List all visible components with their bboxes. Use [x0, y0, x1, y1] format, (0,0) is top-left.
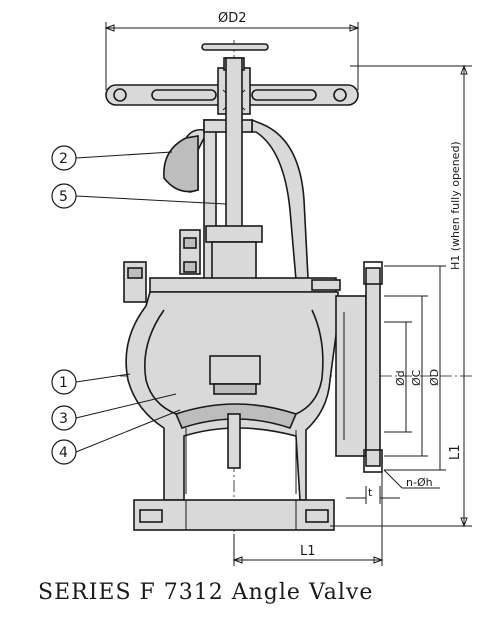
valve-body: [125, 291, 339, 501]
label-t: t: [368, 486, 373, 499]
label-l1-vertical: L1: [448, 444, 463, 460]
thickness-bolt-dims: t n-Øh: [346, 469, 440, 504]
label-c: ØC: [410, 369, 423, 386]
balloon-5: 5: [51, 183, 227, 209]
dimension-d2: ØD2: [104, 11, 360, 90]
svg-text:1: 1: [59, 375, 68, 391]
svg-text:2: 2: [59, 151, 68, 167]
label-h1: H1 (when fully opened): [449, 141, 462, 270]
dimension-l1-horizontal: L1: [232, 470, 384, 566]
svg-text:3: 3: [59, 411, 68, 427]
balloon-3: 3: [51, 393, 177, 431]
balloon-1: 1: [51, 369, 131, 395]
balloon-4: 4: [51, 409, 181, 465]
drawing-caption: SERIES F 7312 Angle Valve: [38, 580, 374, 605]
base-flange: [133, 499, 335, 531]
label-n-phi: n-Øh: [406, 476, 433, 489]
flange-dimensions: Ød ØC ØD: [384, 265, 446, 471]
svg-text:5: 5: [59, 189, 68, 205]
disc-seat: [209, 355, 261, 469]
outlet-flange: [335, 261, 383, 473]
dimension-h1: H1 (when fully opened) L1: [330, 64, 472, 528]
label-d-small: Ød: [394, 370, 407, 386]
label-l1-horizontal: L1: [300, 544, 316, 559]
balloon-2: 2: [51, 145, 173, 171]
label-d-outer: ØD: [428, 369, 441, 386]
svg-text:4: 4: [59, 445, 68, 461]
label-d2: ØD2: [218, 11, 247, 26]
